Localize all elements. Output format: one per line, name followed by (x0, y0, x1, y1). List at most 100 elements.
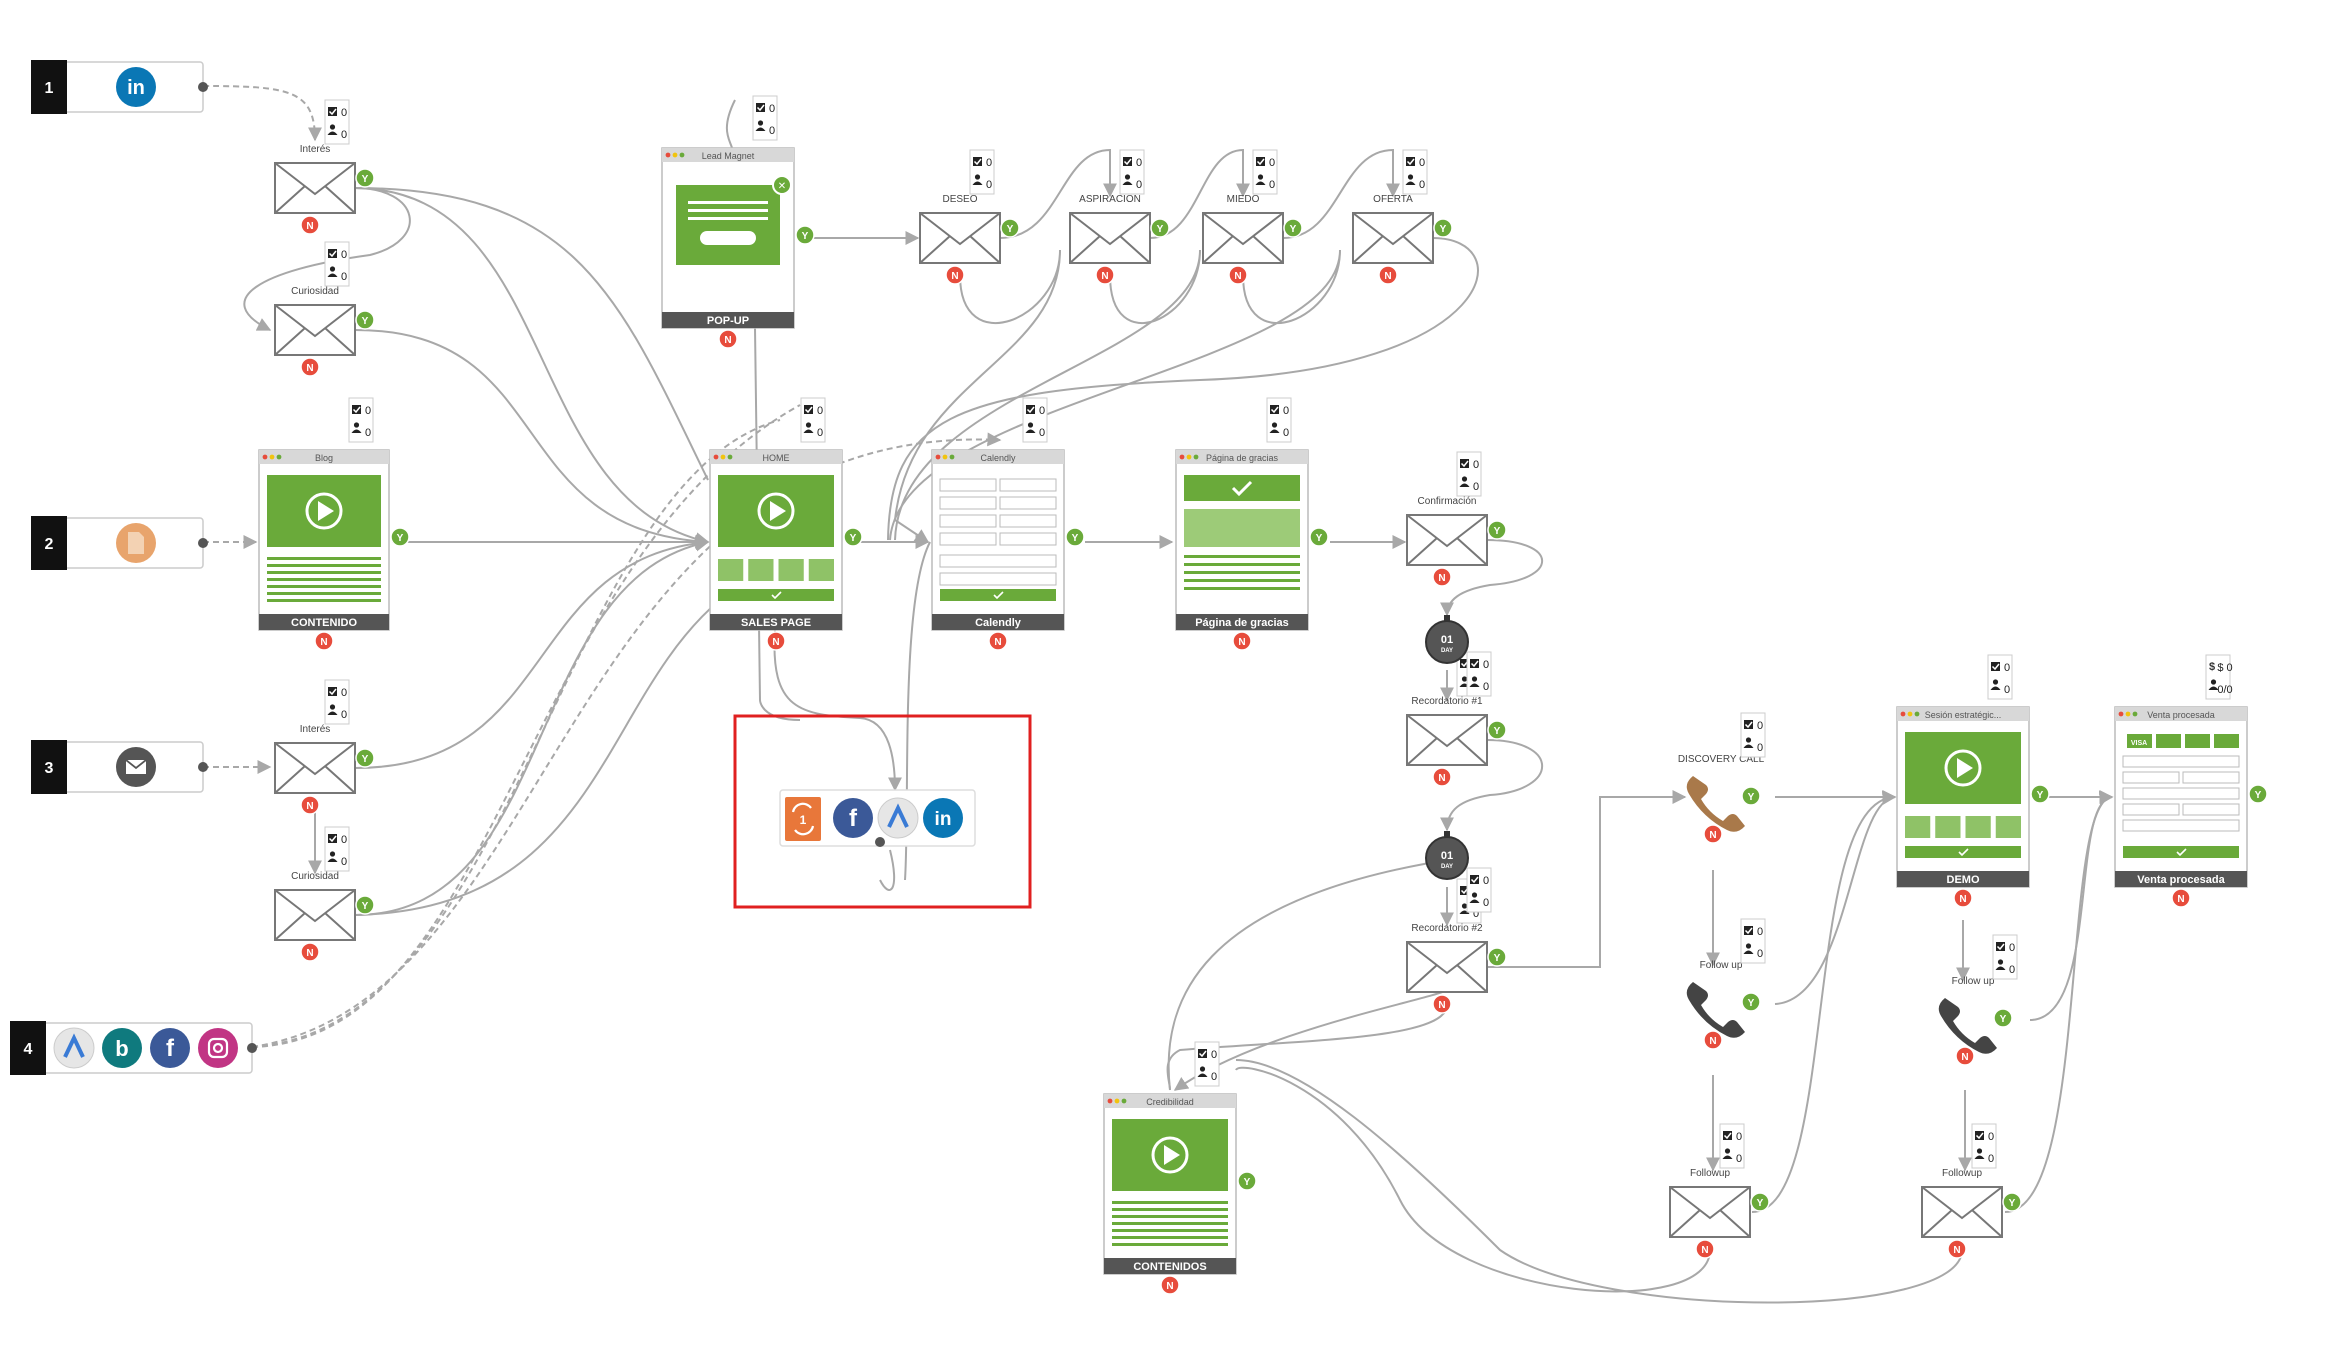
no-connector[interactable]: N (300, 942, 320, 962)
yes-dot[interactable] (390, 527, 410, 547)
email-node[interactable]: OFERTA (1352, 194, 1434, 264)
yes-connector[interactable]: Y (1150, 218, 1170, 238)
email-node[interactable]: Interés (274, 724, 356, 794)
yes-dot[interactable] (355, 895, 375, 915)
yes-connector[interactable]: Y (1487, 720, 1507, 740)
no-connector[interactable]: N (314, 631, 334, 651)
no-dot[interactable] (1432, 994, 1452, 1014)
no-connector[interactable]: N (1432, 994, 1452, 1014)
yes-dot[interactable] (1309, 527, 1329, 547)
yes-dot[interactable] (1487, 947, 1507, 967)
source-output-port[interactable] (198, 762, 208, 772)
email-node[interactable]: Followup (1921, 1168, 2003, 1238)
call-node[interactable]: Follow up (1686, 960, 1745, 1038)
traffic-source-3[interactable]: 3 (31, 740, 208, 794)
email-node[interactable]: Curiosidad (274, 871, 356, 941)
email-icon[interactable] (274, 162, 356, 214)
no-dot[interactable] (1378, 265, 1398, 285)
no-connector[interactable]: N (1432, 767, 1452, 787)
no-dot[interactable] (300, 795, 320, 815)
email-node[interactable]: Recordatorio #1 (1406, 696, 1488, 766)
no-connector[interactable]: N (300, 357, 320, 377)
no-dot[interactable] (1703, 1030, 1723, 1050)
no-connector[interactable]: N (766, 631, 786, 651)
yes-connector[interactable]: Y (843, 527, 863, 547)
no-connector[interactable]: N (945, 265, 965, 285)
no-connector[interactable]: N (1703, 824, 1723, 844)
no-dot[interactable] (1695, 1239, 1715, 1259)
no-connector[interactable]: N (1947, 1239, 1967, 1259)
retarget-output-port[interactable] (875, 837, 885, 847)
yes-connector[interactable]: Y (1993, 1008, 2013, 1028)
yes-dot[interactable] (355, 310, 375, 330)
no-connector[interactable]: N (1953, 888, 1973, 908)
yes-connector[interactable]: Y (1433, 218, 1453, 238)
yes-connector[interactable]: Y (1741, 992, 1761, 1012)
no-dot[interactable] (988, 631, 1008, 651)
no-connector[interactable]: N (1695, 1239, 1715, 1259)
yes-connector[interactable]: Y (355, 310, 375, 330)
no-connector[interactable]: N (1378, 265, 1398, 285)
no-dot[interactable] (766, 631, 786, 651)
yes-connector[interactable]: Y (1487, 520, 1507, 540)
email-icon[interactable] (919, 212, 1001, 264)
email-node[interactable]: ASPIRACIÓN (1069, 192, 1151, 264)
no-dot[interactable] (300, 215, 320, 235)
no-dot[interactable] (1432, 567, 1452, 587)
yes-dot[interactable] (1000, 218, 1020, 238)
no-connector[interactable]: N (300, 795, 320, 815)
email-icon[interactable] (1406, 941, 1488, 993)
no-dot[interactable] (1160, 1275, 1180, 1295)
no-dot[interactable] (1232, 631, 1252, 651)
yes-dot[interactable] (1487, 520, 1507, 540)
yes-dot[interactable] (795, 225, 815, 245)
yes-dot[interactable] (1993, 1008, 2013, 1028)
no-dot[interactable] (2171, 888, 2191, 908)
email-icon[interactable] (274, 889, 356, 941)
no-connector[interactable]: N (1703, 1030, 1723, 1050)
no-dot[interactable] (314, 631, 334, 651)
yes-connector[interactable]: Y (2002, 1192, 2022, 1212)
page-node-popup[interactable]: Lead Magnet✕POP-UP (661, 147, 795, 329)
page-node-demo[interactable]: Sesión estratégic...DEMO (1896, 706, 2030, 888)
yes-dot[interactable] (2248, 784, 2268, 804)
yes-dot[interactable] (355, 748, 375, 768)
source-output-port[interactable] (198, 82, 208, 92)
yes-dot[interactable] (355, 168, 375, 188)
no-connector[interactable]: N (1095, 265, 1115, 285)
call-node[interactable]: DISCOVERY CALL (1678, 754, 1765, 832)
yes-dot[interactable] (1283, 218, 1303, 238)
yes-dot[interactable] (1065, 527, 1085, 547)
email-icon[interactable] (1069, 212, 1151, 264)
yes-connector[interactable]: Y (1741, 786, 1761, 806)
no-dot[interactable] (300, 942, 320, 962)
no-dot[interactable] (1432, 767, 1452, 787)
no-dot[interactable] (945, 265, 965, 285)
email-icon[interactable] (1352, 212, 1434, 264)
email-node[interactable]: Interés (274, 144, 356, 214)
email-icon[interactable] (1406, 714, 1488, 766)
yes-dot[interactable] (1150, 218, 1170, 238)
no-dot[interactable] (1703, 824, 1723, 844)
yes-connector[interactable]: Y (795, 225, 815, 245)
no-connector[interactable]: N (718, 329, 738, 349)
no-dot[interactable] (1095, 265, 1115, 285)
yes-connector[interactable]: Y (1309, 527, 1329, 547)
yes-connector[interactable]: Y (1000, 218, 1020, 238)
no-connector[interactable]: N (1432, 567, 1452, 587)
no-dot[interactable] (1228, 265, 1248, 285)
yes-dot[interactable] (1433, 218, 1453, 238)
email-node[interactable]: MIEDO (1202, 194, 1284, 264)
email-icon[interactable] (274, 742, 356, 794)
no-connector[interactable]: N (2171, 888, 2191, 908)
source-output-port[interactable] (247, 1043, 257, 1053)
source-output-port[interactable] (198, 538, 208, 548)
